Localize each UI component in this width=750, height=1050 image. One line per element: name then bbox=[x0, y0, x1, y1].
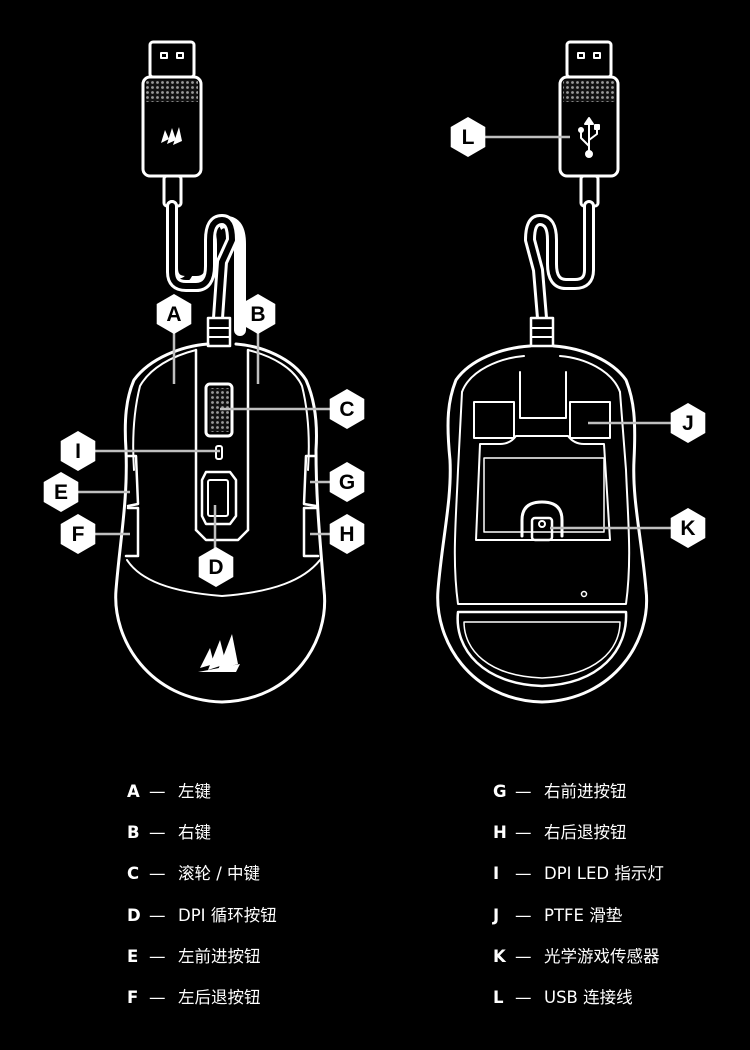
legend-item-l: L—USB 连接线 bbox=[493, 987, 633, 1007]
legend-item-b: B—右键 bbox=[127, 823, 211, 843]
side-button-left-forward bbox=[126, 454, 140, 508]
svg-text:D: D bbox=[208, 556, 223, 579]
callout-c: C bbox=[329, 389, 365, 429]
svg-text:I: I bbox=[75, 440, 81, 463]
legend-item-e: E—左前进按钮 bbox=[127, 946, 261, 966]
ptfe-skate-right bbox=[569, 401, 611, 439]
corsair-logo-body-icon bbox=[198, 634, 240, 672]
mouse-bottom-view bbox=[436, 40, 649, 704]
callout-e: E bbox=[43, 472, 79, 512]
dpi-button bbox=[200, 470, 238, 526]
svg-text:E: E bbox=[54, 481, 68, 504]
legend-item-h: H—右后退按钮 bbox=[493, 823, 627, 843]
side-button-left-back bbox=[124, 506, 140, 558]
legend-item-j: J—PTFE 滑垫 bbox=[493, 905, 623, 925]
svg-text:G: G bbox=[339, 471, 355, 494]
optical-sensor bbox=[520, 500, 564, 538]
svg-text:L: L bbox=[462, 126, 475, 149]
legend-item-g: G—右前进按钮 bbox=[493, 782, 627, 801]
svg-text:J: J bbox=[682, 412, 694, 435]
mouse-diagram: A B C D E F G H I J K L bbox=[43, 40, 706, 704]
leader-lines bbox=[62, 135, 688, 567]
callout-l: L bbox=[450, 117, 486, 157]
svg-text:A: A bbox=[166, 303, 181, 326]
mouse-body-bottom bbox=[436, 344, 649, 704]
callout-j: J bbox=[670, 403, 706, 443]
callout-h: H bbox=[329, 514, 365, 554]
callout-b: B bbox=[240, 294, 276, 334]
usb-plug-bottom bbox=[558, 40, 620, 208]
svg-text:K: K bbox=[680, 517, 695, 540]
svg-text:H: H bbox=[339, 523, 354, 546]
ptfe-skate-rear bbox=[456, 610, 628, 688]
legend-item-k: K—光学游戏传感器 bbox=[493, 946, 660, 966]
callout-d: D bbox=[198, 547, 234, 587]
corsair-logo-icon bbox=[161, 127, 182, 145]
legend-right-column: G—右前进按钮 H—右后退按钮 I—DPI LED 指示灯 J—PTFE 滑垫 … bbox=[493, 774, 750, 1021]
dpi-led bbox=[215, 445, 223, 460]
legend-item-c: C—滚轮 / 中键 bbox=[127, 864, 261, 884]
callout-i: I bbox=[60, 431, 96, 471]
legend-item-a: A—左键 bbox=[127, 782, 211, 801]
callout-g: G bbox=[329, 462, 365, 502]
legend-item-i: I—DPI LED 指示灯 bbox=[493, 864, 664, 884]
svg-text:C: C bbox=[339, 398, 354, 421]
side-button-right-forward bbox=[302, 454, 318, 508]
svg-text:B: B bbox=[250, 303, 265, 326]
legend-item-d: D—DPI 循环按钮 bbox=[127, 905, 277, 925]
usb-plug-top bbox=[141, 40, 203, 208]
callout-k: K bbox=[670, 508, 706, 548]
callout-a: A bbox=[156, 294, 192, 334]
ptfe-skate-left bbox=[473, 401, 515, 439]
mouse-body-top bbox=[114, 342, 327, 704]
side-button-right-back bbox=[302, 506, 320, 558]
usb-trident-icon bbox=[578, 117, 600, 158]
legend-item-f: F—左后退按钮 bbox=[127, 987, 261, 1007]
svg-text:F: F bbox=[72, 523, 85, 546]
callout-f: F bbox=[60, 514, 96, 554]
mouse-top-view bbox=[114, 40, 327, 704]
legend-left-column: A—左键 B—右键 C—滚轮 / 中键 D—DPI 循环按钮 E—左前进按钮 F… bbox=[127, 774, 427, 1021]
